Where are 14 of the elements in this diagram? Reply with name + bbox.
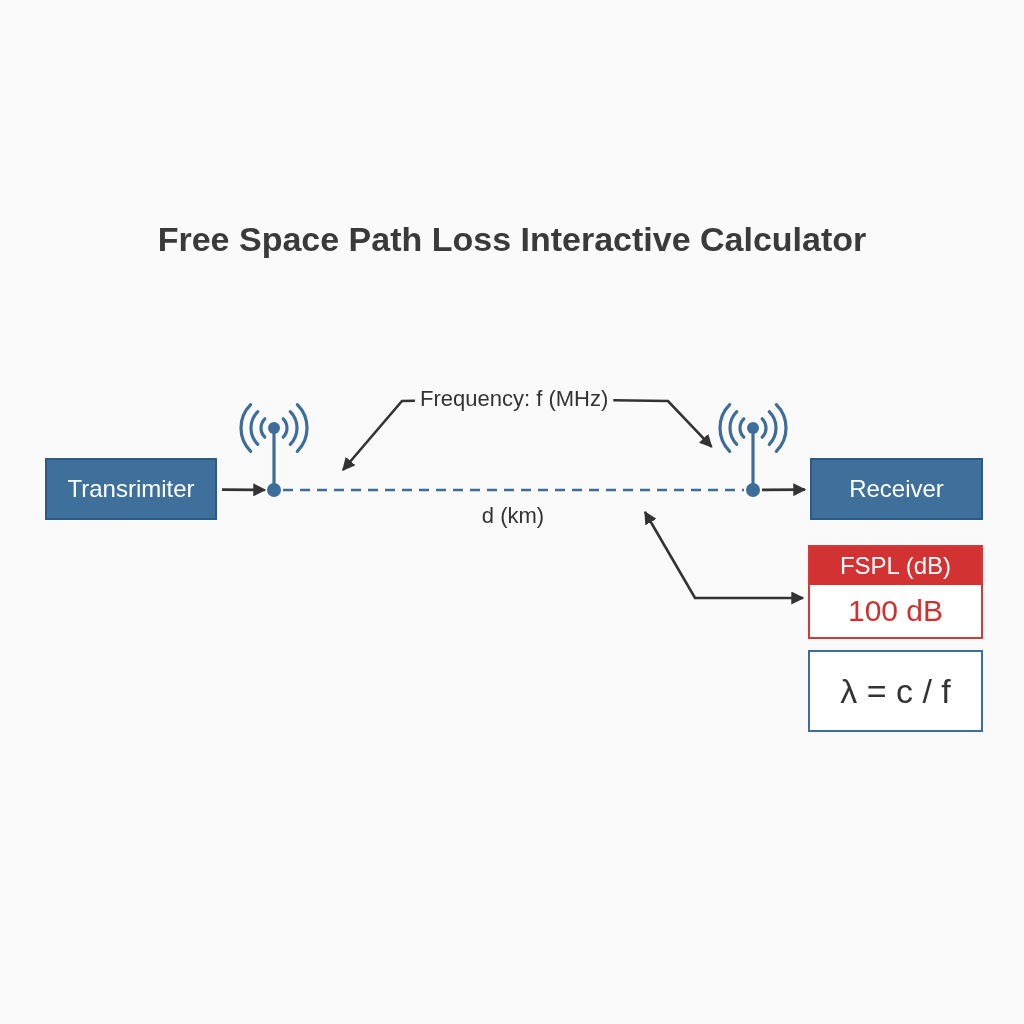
formula-box: λ = c / f bbox=[808, 650, 983, 732]
title: Free Space Path Loss Interactive Calculator bbox=[157, 220, 867, 259]
leader-arrow bbox=[613, 399, 713, 448]
receiver-box: Receiver bbox=[810, 458, 983, 520]
result-heading: FSPL (dB) bbox=[810, 547, 981, 585]
leader-arrow bbox=[342, 399, 416, 471]
arrow bbox=[762, 483, 807, 497]
transmitter-box: Transrimiter bbox=[45, 458, 217, 520]
double-headed-arrow bbox=[643, 510, 805, 605]
dashed-line bbox=[283, 488, 744, 492]
callout-text: Frequency: f (MHz) bbox=[420, 386, 609, 412]
arrow bbox=[222, 483, 267, 497]
result-box bbox=[808, 545, 983, 639]
result-value: 100 dB bbox=[846, 593, 945, 629]
